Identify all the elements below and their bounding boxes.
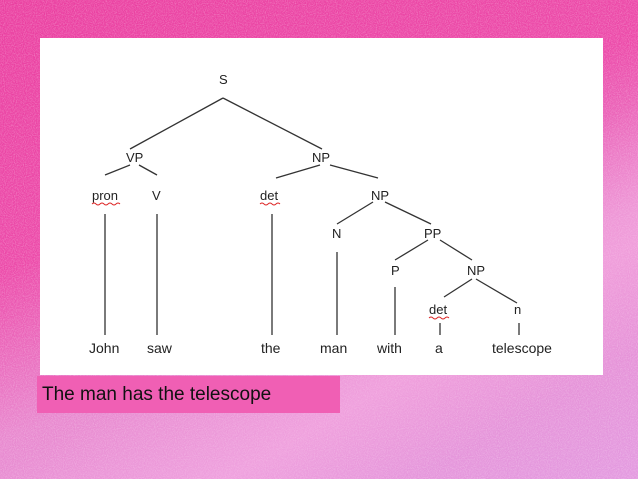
node-np-telescope: NP — [467, 263, 485, 278]
word-with: with — [376, 340, 402, 356]
node-np-object: NP — [371, 188, 389, 203]
node-n-man: N — [332, 226, 341, 241]
interpretation-caption: The man has the telescope — [37, 376, 340, 413]
edge-np1-det — [275, 164, 321, 179]
edge-s-np1 — [222, 97, 323, 150]
edge-np1-np2 — [329, 164, 379, 179]
word-man: man — [320, 340, 347, 356]
node-det-the: det — [260, 188, 278, 203]
node-v: V — [152, 188, 161, 203]
edge-np3-n — [475, 278, 518, 304]
edge-np2-pp — [384, 201, 432, 225]
node-np-root: NP — [312, 150, 330, 165]
spellcheck-underline-det — [259, 202, 281, 206]
word-the: the — [261, 340, 281, 356]
edge-np3-det — [443, 278, 473, 298]
tree-panel: S VP NP pron V det NP N PP P NP det n Jo… — [40, 38, 603, 375]
edge-vp-v — [138, 164, 158, 176]
spellcheck-underline-det-a — [428, 316, 450, 320]
word-john: John — [89, 340, 119, 356]
edge-vp-pron — [104, 164, 131, 176]
node-pron: pron — [92, 188, 118, 203]
spellcheck-underline-pron — [91, 202, 121, 206]
node-det-a: det — [429, 302, 447, 317]
node-s: S — [219, 72, 228, 87]
node-pp: PP — [424, 226, 441, 241]
edge-pp-np3 — [439, 239, 473, 261]
parse-tree: S VP NP pron V det NP N PP P NP det n Jo… — [89, 72, 552, 356]
tree-edges — [104, 97, 520, 335]
edge-pp-p — [394, 239, 429, 261]
word-a: a — [435, 340, 443, 356]
edge-np2-n — [336, 201, 374, 225]
node-vp: VP — [126, 150, 143, 165]
word-telescope: telescope — [492, 340, 552, 356]
word-saw: saw — [147, 340, 173, 356]
node-n-telescope: n — [514, 302, 521, 317]
edge-s-vp — [129, 97, 224, 150]
node-p: P — [391, 263, 400, 278]
